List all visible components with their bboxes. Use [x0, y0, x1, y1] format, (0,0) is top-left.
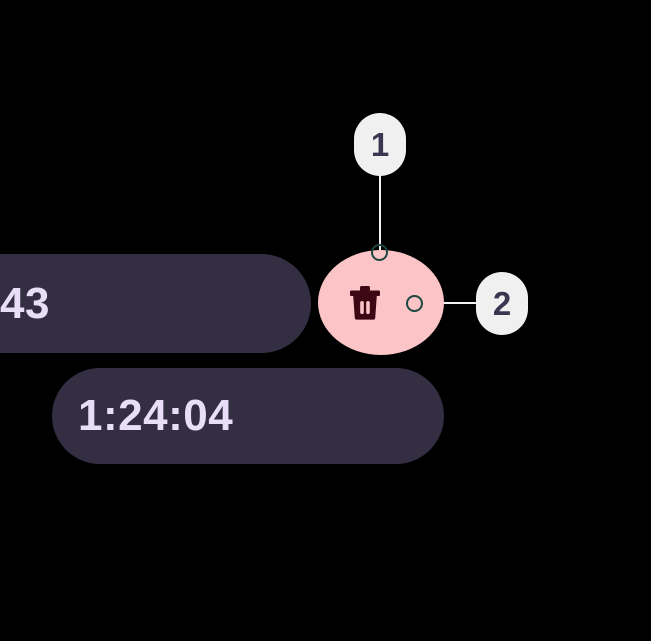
delete-button[interactable]: [318, 250, 444, 355]
count-chip[interactable]: 43: [0, 254, 311, 353]
callout-badge-2-label: 2: [492, 285, 512, 322]
callout-badge-1-label: 1: [370, 126, 390, 163]
trash-icon: [350, 285, 380, 320]
anchor-dot-right[interactable]: [406, 295, 423, 312]
count-chip-label: 43: [0, 278, 50, 328]
anchor-dot-top[interactable]: [371, 244, 388, 261]
duration-chip[interactable]: 1:24:04: [52, 368, 444, 464]
callout-badge-2[interactable]: 2: [476, 272, 528, 335]
callout-badge-1[interactable]: 1: [354, 113, 406, 176]
duration-chip-label: 1:24:04: [78, 391, 234, 440]
callout-connector-2: [423, 302, 479, 304]
callout-connector-1: [379, 172, 381, 252]
